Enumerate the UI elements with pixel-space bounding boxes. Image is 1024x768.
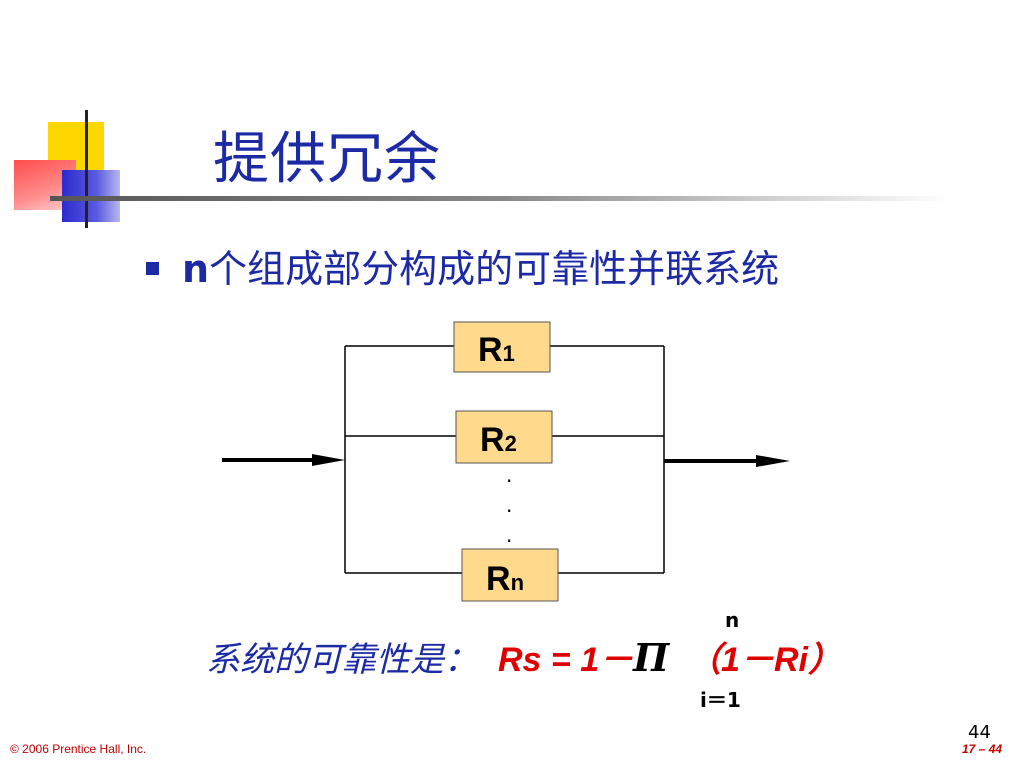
formula-lhs: Rs = 1－ [498,641,634,679]
component-label-2-main: R [480,421,505,459]
component-label-2-sub: 2 [505,431,517,456]
component-label-1-sub: 1 [503,341,515,366]
component-box-n [461,548,559,602]
component-label-2: R2 [480,421,517,459]
output-arrow-head [756,455,790,467]
product-upper-limit: n [725,608,740,632]
component-box-1 [453,321,551,373]
product-lower-limit: i＝1 [700,688,741,712]
title-underline [50,196,950,201]
component-label-n-main: R [486,560,511,598]
bullet-lead: n [182,247,210,291]
ellipsis-dot-3: . [506,523,512,547]
component-box-2 [455,410,553,464]
component-label-n-sub: n [511,570,524,595]
bullet-text: n个组成部分构成的可靠性并联系统 [182,238,779,293]
decor-vertical-line [85,110,88,228]
ellipsis-dot-1: . [506,463,512,487]
reliability-formula: 系统的可靠性是： Rs = 1－Π （1－Ri） [206,632,842,681]
formula-rhs: （1－Ri） [687,641,842,679]
product-symbol: Π [633,635,670,680]
copyright-notice: © 2006 Prentice Hall, Inc. [10,742,147,756]
page-number: 44 [968,722,991,743]
input-arrow-head [312,454,345,466]
bullet-body: 个组成部分构成的可靠性并联系统 [209,247,780,291]
bullet-square-icon [146,262,159,275]
ellipsis-dot-2: . [506,493,512,517]
component-label-1-main: R [478,331,503,369]
component-label-1: R1 [478,331,515,369]
formula-prefix: 系统的可靠性是： [206,640,478,680]
component-label-n: Rn [486,560,524,598]
slide-title: 提供冗余 [213,127,441,192]
slide-reference: 17 – 44 [962,742,1003,756]
